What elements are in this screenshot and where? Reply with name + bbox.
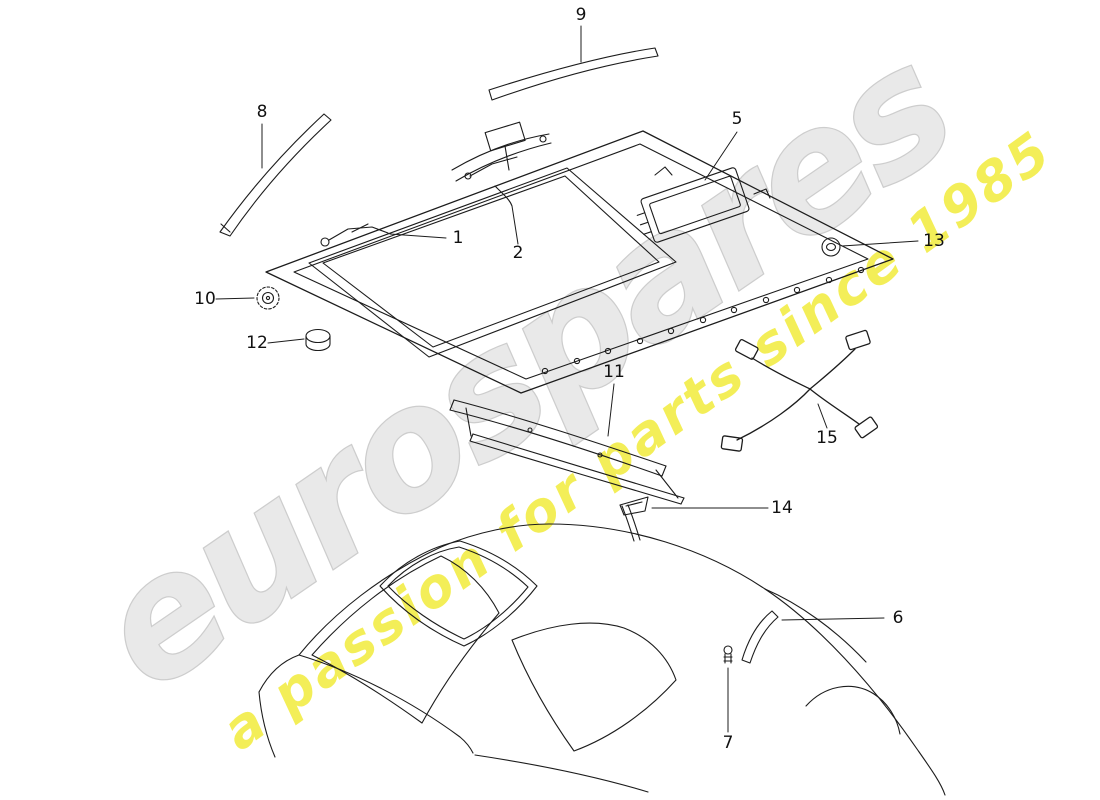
car-silhouette bbox=[258, 523, 946, 796]
car-sunroof-inner bbox=[387, 546, 529, 640]
part-bracket bbox=[320, 223, 389, 247]
part-wind-deflector bbox=[449, 399, 685, 505]
deflector-screw-1 bbox=[527, 427, 533, 433]
leader-line-1 bbox=[389, 233, 447, 239]
part-screw bbox=[723, 645, 733, 664]
callout-10: 10 bbox=[194, 289, 216, 309]
harness-connector-c bbox=[720, 435, 744, 452]
mechanism-rail-2 bbox=[455, 142, 552, 182]
car-wheel-arch bbox=[805, 685, 901, 735]
mechanism-link bbox=[504, 145, 510, 171]
callout-11: 11 bbox=[603, 362, 625, 382]
part-headliner-strip bbox=[619, 496, 649, 542]
deflector-endcap-left bbox=[449, 399, 455, 411]
deflector-bar-lower-1 bbox=[472, 433, 685, 499]
leader-line-15 bbox=[817, 403, 828, 429]
mechanism-rail-1 bbox=[451, 133, 550, 171]
car-sunroof-outer bbox=[379, 540, 538, 647]
left-strip-outline bbox=[219, 113, 332, 237]
leader-lines bbox=[215, 25, 919, 733]
deflector-bar-upper-1 bbox=[453, 399, 667, 467]
frame-inner bbox=[293, 143, 869, 380]
control-unit-tab-right bbox=[753, 188, 771, 199]
callout-8: 8 bbox=[257, 102, 268, 122]
watermark-brand: eurospares bbox=[63, 12, 983, 728]
callout-1: 1 bbox=[453, 228, 464, 248]
leader-line-11 bbox=[607, 383, 615, 437]
bracket-detail bbox=[351, 223, 369, 233]
glass-panel-outer bbox=[308, 167, 677, 358]
deflector-bar-lower-2 bbox=[469, 440, 682, 505]
callout-numbers: 1 2 5 6 7 8 9 10 11 12 13 14 15 bbox=[194, 5, 945, 753]
callout-5: 5 bbox=[732, 109, 743, 129]
leader-line-5 bbox=[704, 131, 738, 181]
leader-line-6 bbox=[781, 617, 885, 621]
part-top-strip bbox=[488, 47, 659, 101]
mechanism-pivot-right bbox=[539, 135, 547, 143]
deflector-endcap-lower bbox=[469, 433, 685, 505]
bracket-pivot bbox=[320, 237, 330, 247]
part-trim-strip bbox=[741, 610, 779, 664]
roof-frame bbox=[265, 130, 894, 394]
harness-connector-a bbox=[734, 339, 759, 360]
callout-2: 2 bbox=[513, 243, 524, 263]
callout-7: 7 bbox=[723, 733, 734, 753]
car-front-edge bbox=[258, 691, 276, 758]
deflector-screw-2 bbox=[597, 452, 603, 458]
callout-14: 14 bbox=[771, 498, 793, 518]
deflector-endcap-right bbox=[661, 465, 667, 477]
leader-line-10 bbox=[215, 297, 255, 300]
leader-line-13 bbox=[841, 240, 919, 247]
glass-panel-inner bbox=[322, 175, 660, 348]
car-body bbox=[258, 523, 946, 796]
part-mechanism bbox=[451, 121, 552, 207]
part-control-unit bbox=[636, 166, 771, 243]
control-unit-tab-left bbox=[654, 166, 673, 176]
harness-connector-b bbox=[845, 329, 871, 351]
harness-wire-1 bbox=[751, 357, 811, 390]
car-door-line bbox=[474, 754, 649, 793]
mechanism-arm bbox=[469, 156, 518, 177]
leader-line-2 bbox=[511, 205, 519, 245]
mechanism-pivot-left bbox=[464, 172, 472, 180]
callout-13: 13 bbox=[923, 231, 945, 251]
part-grommet bbox=[821, 237, 841, 257]
harness-wire-4 bbox=[809, 388, 860, 425]
harness-connector-d bbox=[854, 416, 879, 439]
harness-wire-3 bbox=[736, 388, 811, 441]
part-cap bbox=[305, 328, 331, 352]
callout-15: 15 bbox=[816, 428, 838, 448]
rivet-holes bbox=[541, 266, 865, 375]
part-wiring-harness bbox=[720, 329, 879, 452]
harness-wire-2 bbox=[809, 348, 856, 390]
leader-line-12 bbox=[267, 338, 305, 344]
mechanism-motor bbox=[484, 121, 526, 152]
watermark: eurospares a passion for parts since 198… bbox=[62, 10, 1064, 762]
part-left-strip bbox=[219, 113, 332, 237]
part-gear bbox=[256, 286, 280, 310]
deflector-link bbox=[465, 407, 679, 499]
left-strip-notch bbox=[220, 223, 231, 233]
top-strip-outline bbox=[488, 47, 659, 101]
control-unit-body bbox=[636, 167, 750, 243]
callout-9: 9 bbox=[576, 5, 587, 25]
callout-6: 6 bbox=[893, 608, 904, 628]
car-side-glass bbox=[511, 622, 677, 752]
callout-12: 12 bbox=[246, 333, 268, 353]
deflector-bar-upper-2 bbox=[449, 409, 663, 477]
mechanism-cable bbox=[494, 185, 513, 207]
frame-outer bbox=[265, 130, 894, 394]
line-art bbox=[215, 25, 946, 796]
